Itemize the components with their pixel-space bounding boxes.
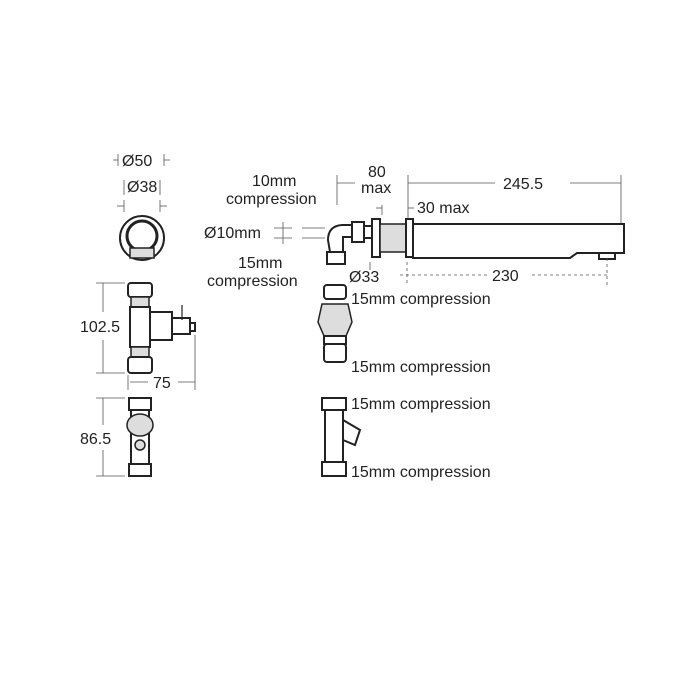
dim-75: 75 <box>153 375 171 392</box>
strainer-inlet-label: 15mm compression <box>351 396 491 413</box>
label-10mm: 10mm <box>252 173 296 190</box>
label-10mm-compression: compression <box>226 191 317 208</box>
dim-d33: Ø33 <box>349 269 379 286</box>
valve-inlet-label: 15mm compression <box>351 291 491 308</box>
dim-80-max: max <box>361 180 391 197</box>
dim-102-5: 102.5 <box>80 319 120 336</box>
spout-side-view: 10mm compression Ø10mm 15mm compression … <box>204 164 625 290</box>
dim-86-5: 86.5 <box>80 431 111 448</box>
label-15mm: 15mm <box>238 255 282 272</box>
spout-front-view: Ø50 Ø38 <box>113 153 170 261</box>
strainer-side: 86.5 <box>80 397 154 477</box>
valve-front-view: 15mm compression 15mm compression <box>317 284 491 376</box>
strainer-front-view: 15mm compression 15mm compression <box>321 396 491 481</box>
label-15mm-compression: compression <box>207 273 298 290</box>
strainer-outlet-label: 15mm compression <box>351 464 491 481</box>
valve-body-side: 102.5 75 <box>80 282 196 392</box>
valve-outlet-label: 15mm compression <box>351 359 491 376</box>
dim-80: 80 <box>368 164 386 181</box>
dim-230: 230 <box>492 268 519 285</box>
dim-30-max: 30 max <box>417 200 469 217</box>
dim-245-5: 245.5 <box>503 176 543 193</box>
dim-d38: Ø38 <box>127 179 157 196</box>
dim-d10: Ø10mm <box>204 225 261 242</box>
dim-d50: Ø50 <box>122 153 152 170</box>
